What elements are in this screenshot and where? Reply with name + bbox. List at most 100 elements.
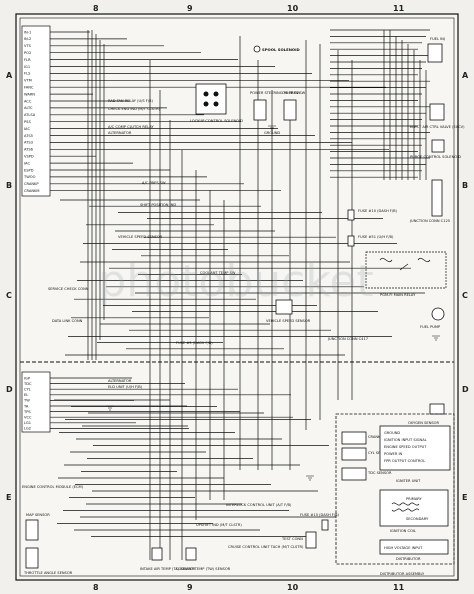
rad-fan-label: RAD FAN RELAY (U/S F/B)	[108, 99, 154, 103]
ecm-pin-label: ATS6	[24, 148, 34, 152]
eacv: ELECT AIR CTRL VALVE (EACV)	[410, 103, 465, 129]
coolant-sw-label: COOLANT TEMP SW	[200, 271, 236, 275]
ecm-pin-label: FANC	[24, 86, 34, 90]
fuel-inj-label: FUEL INJ	[430, 37, 445, 41]
ground-symbols	[106, 125, 440, 481]
power-steering-switch: POWER STEERING PRSR SW	[250, 91, 301, 121]
col-label: 10	[287, 4, 299, 13]
col-label: 11	[393, 583, 405, 592]
cyl-label: CYL SENSOR	[368, 451, 391, 455]
ecm-pin-label: FLS	[24, 72, 31, 76]
ecm-pin-label: WARN	[24, 92, 35, 96]
col-label: 9	[187, 583, 193, 592]
ecm-pin-label: IAC	[24, 127, 30, 131]
pgm-fi-relay: PGM-FI MAIN RELAY	[365, 251, 447, 297]
ac-press-label: A/C PRES SW	[142, 181, 166, 185]
ecm-pin-label: PO2	[24, 51, 31, 55]
throttle-label: THROTTLE ANGLE SENSOR	[23, 571, 73, 575]
datalink-label: DATA LINK CONN	[52, 319, 83, 323]
check-eng-label: CHECK ENG IND (M/T CLSTR)	[108, 107, 161, 111]
watermark: photobucket	[98, 256, 373, 307]
junction-c125: JUNCTION CONN C125	[409, 179, 450, 223]
ecm-pin-label: ESPD	[24, 168, 34, 172]
row-label: A	[462, 71, 469, 80]
primary-label: PRIMARY	[406, 497, 423, 501]
ecm-pin-label: TW	[23, 399, 30, 403]
row-label: B	[6, 181, 12, 190]
dist-label: DISTRIBUTOR	[396, 557, 421, 561]
ecm-pin-label: ALTC	[24, 106, 33, 110]
ecm-pin-label: VCC	[24, 416, 32, 420]
ecm-pin-label: IAC	[24, 161, 30, 165]
igniter-label: IGNITER UNIT	[396, 479, 421, 483]
ground-label: GROUND	[264, 131, 280, 135]
ecm-connector-top: IN-1IN-2VTSPO2FLRIG1FLSVTMFANCWARNACCALT…	[21, 25, 51, 197]
ecm-pin-label: FLR	[24, 58, 31, 62]
row-label: B	[462, 181, 468, 190]
ign-input-label: IGNITION INPUT SIGNAL	[384, 438, 427, 442]
ecm-pin-label: IG1	[24, 65, 30, 69]
ecm-pin-label: IN-2	[24, 37, 31, 41]
col-label: 8	[93, 583, 99, 592]
cruise-label: CRUISE CONTROL UNIT TACH (M/T CLSTR)	[228, 545, 304, 549]
jc417-label: JUNCTION CONN C417	[327, 337, 368, 341]
ecm-pin-label: ATS3	[24, 141, 33, 145]
col-label: 9	[187, 4, 193, 13]
shift-pos-label: SHIFT POSITION IND	[140, 203, 176, 207]
fuse-51: FUSE #51 (U/H F/B)	[347, 235, 394, 247]
row-label: C	[6, 291, 12, 300]
fuse5-label: FUSE #5 (DASH F/B)	[176, 341, 213, 345]
oil-press-switch: OIL PRES SW	[282, 91, 306, 121]
fuse10-label: FUSE #10 (DASH F/B)	[358, 209, 398, 213]
col-label: 10	[287, 583, 299, 592]
map-sensor: MAP SENSOR	[25, 513, 50, 541]
map-label: MAP SENSOR	[26, 513, 50, 517]
eacv-label: ELECT AIR CTRL VALVE (EACV)	[410, 125, 465, 129]
ecm-pin-label: TPS	[23, 410, 31, 414]
spool-solenoid: SPOOL SOLENOID	[253, 45, 300, 53]
alternator-label: ALTERNATOR	[108, 131, 132, 135]
vss-label: VEHICLE SPEED SENSOR	[118, 235, 163, 239]
coolant-temp-label: COOLANT TEMP (TW) SENSOR	[176, 567, 231, 571]
ign-coil-label: IGNITION COIL	[390, 529, 416, 533]
pgm-label: PGM-FI MAIN RELAY	[380, 293, 416, 297]
ecm-pin-label: IGP	[24, 376, 31, 380]
ecm-pin-label: EL	[24, 393, 28, 397]
service-label: SERVICE CHECK CONN	[48, 287, 89, 291]
fuse51-label: FUSE #51 (U/H F/B)	[358, 235, 394, 239]
ecm-pin-label: LG1	[24, 421, 31, 425]
test-label: TEST CONN	[281, 537, 303, 541]
vertical-trunks	[87, 30, 427, 560]
ecm-label: ENGINE CONTROL MODULE (ECM)	[22, 485, 84, 489]
purge-label: PURGE CONTROL SOLENOID	[410, 155, 461, 159]
intake-label: INTAKE AIR TEMP (TA) SENSOR	[140, 567, 196, 571]
purge-solenoid: PURGE CONTROL SOLENOID	[410, 139, 461, 159]
ecm-pin-label: LG2	[24, 427, 31, 431]
jc125-label: JUNCTION CONN C125	[409, 219, 450, 223]
ecm-pin-label: TDC	[23, 382, 32, 386]
col-label: 8	[93, 4, 99, 13]
ground-out-label: GROUND	[384, 431, 400, 435]
alt2-label: ALTERNATOR	[108, 379, 132, 383]
throttle-sensor: THROTTLE ANGLE SENSOR	[23, 547, 73, 575]
power-in-label: POWER IN	[384, 452, 403, 456]
fuse15-label: FUSE #15 (DASH F/B)	[300, 513, 340, 517]
secondary-label: SECONDARY	[406, 517, 429, 521]
fuse-15: FUSE #15 (DASH F/B)	[300, 513, 340, 531]
row-label: D	[462, 385, 469, 394]
ps-label: POWER STEERING PRSR SW	[250, 91, 301, 95]
ecm-pin-label: CRANKP	[24, 182, 39, 186]
ecm-pin-label: ATS5	[24, 134, 33, 138]
coolant-temp-sensor: COOLANT TEMP (TW) SENSOR	[176, 547, 231, 571]
spool-label: SPOOL SOLENOID	[262, 47, 300, 52]
hv-label: HIGH VOLTAGE INPUT	[384, 546, 423, 550]
eld-label: ELD UNIT (U/H F/B)	[108, 385, 143, 389]
ecm-pin-label: ATLSA	[24, 113, 36, 117]
ecm-pin-label: VSPD	[24, 155, 34, 159]
ac-clutch-label: A/C COMP CLUTCH RELAY	[108, 125, 154, 129]
interlock-label: INTERLOCK CONTROL UNIT (A/T F/B)	[226, 503, 292, 507]
ecm-pin-label: PSS	[24, 120, 31, 124]
